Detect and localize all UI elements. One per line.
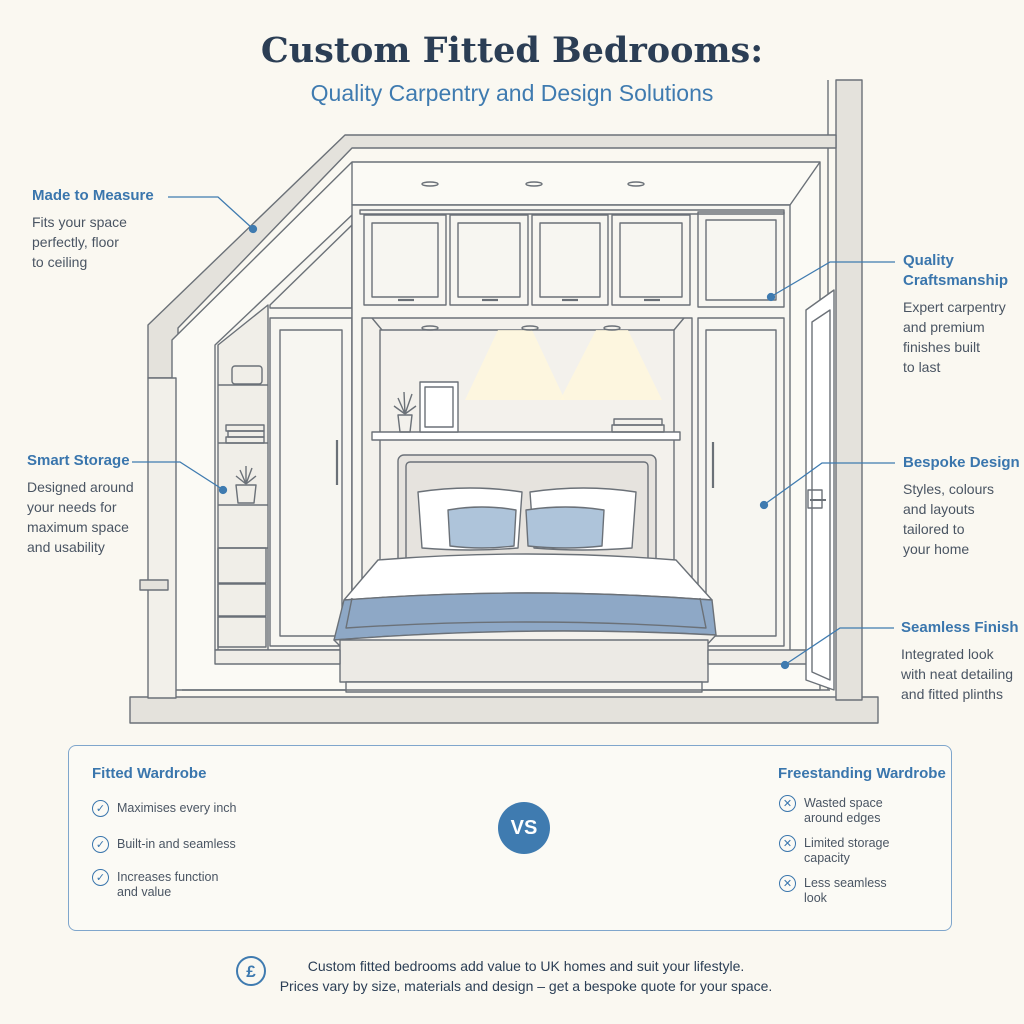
vs-badge: VS: [498, 802, 550, 854]
floor-slab: [129, 696, 879, 724]
x-circle-icon: ✕: [779, 835, 796, 852]
pound-icon: £: [236, 956, 266, 986]
callout-heading: Seamless Finish: [901, 619, 1019, 636]
check-circle-icon: ✓: [92, 836, 109, 853]
page-title: Custom Fitted Bedrooms:: [260, 30, 764, 71]
footer-line-1: Custom fitted bedrooms add value to UK h…: [307, 958, 745, 974]
freestanding-heading: Freestanding Wardrobe: [778, 765, 946, 782]
x-circle-icon: ✕: [779, 875, 796, 892]
fitted-item: ✓ Maximises every inch: [92, 800, 262, 817]
check-circle-icon: ✓: [92, 800, 109, 817]
check-circle-icon: ✓: [92, 869, 109, 886]
right-wall: [835, 79, 863, 701]
fitted-heading: Fitted Wardrobe: [92, 765, 207, 782]
footer-note: Custom fitted bedrooms add value to UK h…: [276, 956, 776, 996]
callout-heading: Bespoke Design: [903, 454, 1020, 471]
x-circle-icon: ✕: [779, 795, 796, 812]
callout-heading: Made to Measure: [32, 187, 154, 204]
callout-heading: Smart Storage: [27, 452, 130, 469]
footer-line-2: Prices vary by size, materials and desig…: [279, 978, 773, 994]
page-subtitle: Quality Carpentry and Design Solutions: [310, 80, 714, 106]
fitted-item: ✓ Built-in and seamless: [92, 836, 262, 853]
